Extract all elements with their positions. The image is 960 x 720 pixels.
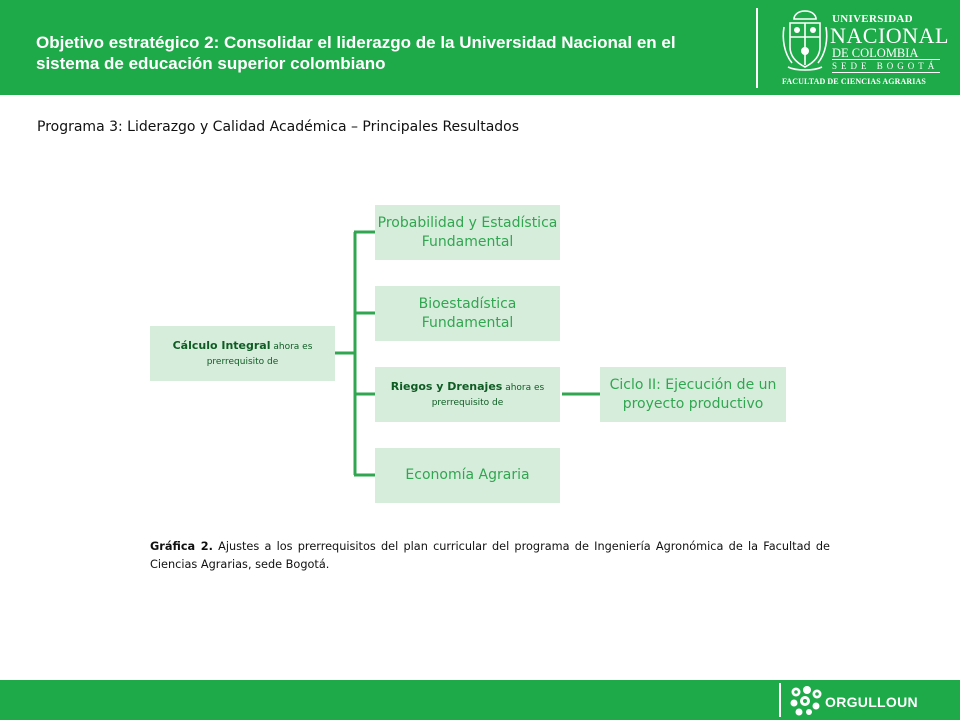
logo-line-nacional: NACIONAL	[830, 23, 949, 48]
root-node: Cálculo Integral ahora es prerrequisito …	[150, 326, 335, 381]
logo-line-universidad: UNIVERSIDAD	[832, 13, 913, 25]
child-node-label: Probabilidad y Estadística Fundamental	[377, 215, 558, 250]
orgullo-bubbles-icon	[790, 686, 822, 716]
child-node-riegos: Riegos y Drenajes ahora es prerrequisito…	[375, 367, 560, 422]
grandchild-node-ciclo: Ciclo II: Ejecución de un proyecto produ…	[600, 367, 786, 422]
logo-line-de-colombia: DE COLOMBIA	[832, 46, 919, 60]
child-node-bioestadistica: Bioestadística Fundamental	[375, 286, 560, 341]
grandchild-node-label: Ciclo II: Ejecución de un proyecto produ…	[609, 377, 777, 412]
root-node-note: ahora es prerrequisito de	[206, 341, 313, 367]
footer-brand: ORGULLOUN	[825, 694, 918, 710]
logo-line-facultad: FACULTAD DE CIENCIAS AGRARIAS	[782, 77, 926, 86]
header-divider	[756, 8, 758, 88]
child-node-probabilidad: Probabilidad y Estadística Fundamental	[375, 205, 560, 260]
logo-rule	[832, 72, 940, 73]
caption-text: Ajustes a los prerrequisitos del plan cu…	[150, 540, 831, 571]
logo-rule	[832, 59, 940, 60]
figure-caption: Gráfica 2. Ajustes a los prerrequisitos …	[150, 538, 830, 574]
section-subtitle: Programa 3: Liderazgo y Calidad Académic…	[37, 119, 520, 135]
coat-of-arms-icon	[782, 10, 828, 71]
child-node-label: Economía Agraria	[405, 467, 530, 484]
footer-divider	[779, 683, 781, 717]
child-node-economia: Economía Agraria	[375, 448, 560, 503]
caption-lead: Gráfica 2.	[150, 540, 213, 553]
university-logo: UNIVERSIDAD NACIONAL DE COLOMBIA SEDE BO…	[780, 5, 950, 91]
logo-line-sede: SEDE BOGOTÁ	[832, 61, 939, 71]
header-bar	[0, 0, 960, 95]
child-node-label: Bioestadística Fundamental	[418, 296, 517, 331]
child-node-note: ahora es prerrequisito de	[431, 382, 545, 408]
page-title: Objetivo estratégico 2: Consolidar el li…	[36, 33, 676, 73]
child-node-title: Riegos y Drenajes	[390, 379, 503, 393]
root-node-title: Cálculo Integral	[172, 338, 271, 352]
